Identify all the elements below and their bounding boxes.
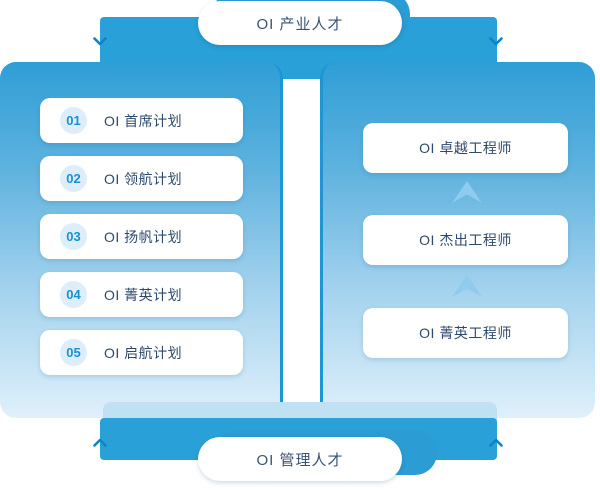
level-box: OI 菁英工程师 bbox=[363, 308, 568, 358]
chevron-down-icon bbox=[93, 37, 107, 46]
chevron-down-icon bbox=[489, 37, 503, 46]
top-pill-label: OI 产业人才 bbox=[256, 15, 344, 33]
arrow-up-icon bbox=[452, 275, 482, 297]
bottom-pill: OI 管理人才 bbox=[198, 437, 402, 481]
top-pill: OI 产业人才 bbox=[198, 1, 402, 45]
chevron-up-icon bbox=[93, 438, 107, 447]
plan-item: 03 OI 扬帆计划 bbox=[40, 214, 243, 259]
bottom-pill-label: OI 管理人才 bbox=[256, 451, 344, 469]
plan-item: 04 OI 菁英计划 bbox=[40, 272, 243, 317]
plan-label: OI 扬帆计划 bbox=[104, 228, 183, 245]
plan-label: OI 首席计划 bbox=[104, 112, 183, 129]
chevron-up-icon bbox=[489, 438, 503, 447]
plan-item: 05 OI 启航计划 bbox=[40, 330, 243, 375]
plan-item: 01 OI 首席计划 bbox=[40, 98, 243, 143]
plan-number-badge: 01 bbox=[60, 107, 87, 134]
plan-label: OI 菁英计划 bbox=[104, 286, 183, 303]
plan-item: 02 OI 领航计划 bbox=[40, 156, 243, 201]
level-label: OI 菁英工程师 bbox=[419, 325, 512, 341]
level-box: OI 卓越工程师 bbox=[363, 123, 568, 173]
left-panel: 01 OI 首席计划 02 OI 领航计划 03 OI 扬帆计划 04 OI 菁… bbox=[0, 62, 283, 418]
right-panel: OI 卓越工程师 OI 杰出工程师 OI 菁英工程师 bbox=[320, 62, 595, 418]
plan-number-badge: 02 bbox=[60, 165, 87, 192]
plan-number-badge: 04 bbox=[60, 281, 87, 308]
level-box: OI 杰出工程师 bbox=[363, 215, 568, 265]
plan-number-badge: 05 bbox=[60, 339, 87, 366]
level-label: OI 杰出工程师 bbox=[419, 232, 512, 248]
plan-label: OI 启航计划 bbox=[104, 344, 183, 361]
plan-label: OI 领航计划 bbox=[104, 170, 183, 187]
plan-number-badge: 03 bbox=[60, 223, 87, 250]
level-label: OI 卓越工程师 bbox=[419, 140, 512, 156]
arrow-up-icon bbox=[452, 181, 482, 203]
